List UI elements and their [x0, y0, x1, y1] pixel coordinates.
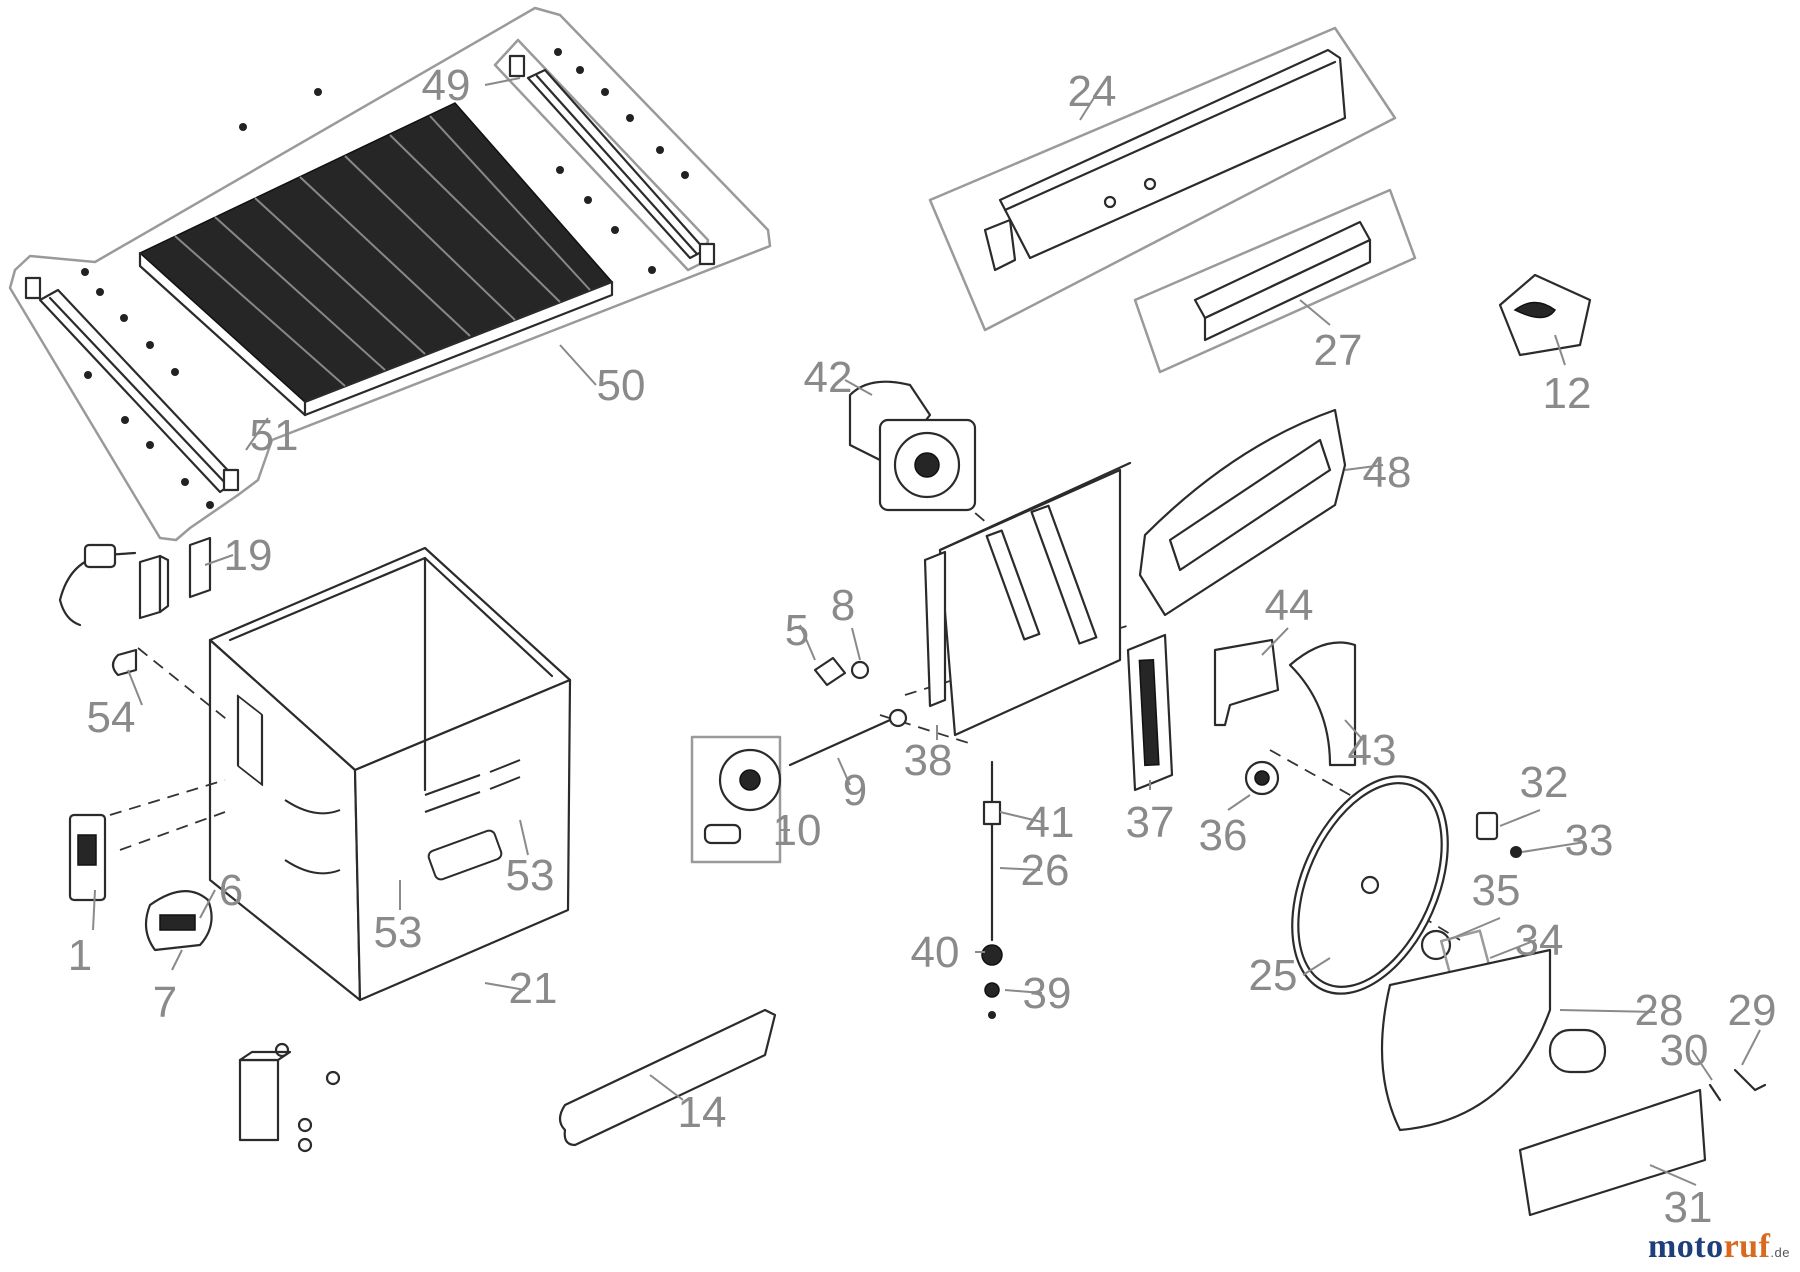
assembly-line: [1269, 749, 1431, 841]
callout-44: 44: [1265, 581, 1314, 630]
callout-43: 43: [1348, 726, 1397, 775]
lead-screw-26: [981, 760, 1003, 1019]
callout-41: 41: [1026, 798, 1075, 847]
left-rail: [24, 276, 240, 494]
callout-34: 34: [1515, 916, 1564, 965]
washer-8: [850, 660, 870, 680]
lock-knob-5: [813, 656, 847, 687]
handwheel-10: [703, 748, 782, 845]
arbor-nut-32: [1475, 811, 1499, 841]
lower-guard-28: [1380, 948, 1607, 1132]
callout-48: 48: [1363, 448, 1412, 497]
pin-30: [1708, 1083, 1722, 1102]
fence-rail-27: [1193, 220, 1372, 342]
logo-part-2: ruf: [1723, 1228, 1771, 1265]
callout-29: 29: [1728, 986, 1777, 1035]
callout-19: 19: [224, 531, 273, 580]
callout-28: 28: [1635, 986, 1684, 1035]
callout-25: 25: [1249, 951, 1298, 1000]
shaft-washer: [888, 708, 908, 728]
power-cord: [58, 543, 137, 627]
rip-fence-24: [983, 48, 1347, 272]
riving-plate-44: [1213, 638, 1280, 727]
guard-plate-37: [1126, 633, 1174, 792]
callout-53b: 53: [374, 908, 423, 957]
callout-39: 39: [1023, 969, 1072, 1018]
blade-frame-38: [923, 461, 1132, 737]
callout-9: 9: [843, 766, 867, 815]
callout-30: 30: [1660, 1026, 1709, 1075]
rail-group-outline-27: [1133, 188, 1417, 374]
table-top-group-outline: [8, 6, 772, 542]
logo-tld: .de: [1770, 1245, 1790, 1260]
lower-brackets: [238, 1042, 341, 1153]
logo-part-1: moto: [1647, 1228, 1724, 1265]
callout-50: 50: [597, 361, 646, 410]
assembly-line: [1369, 884, 1461, 941]
shaft-9: [788, 718, 892, 767]
callout-10: 10: [773, 806, 822, 855]
table-screws: [81, 48, 689, 509]
brand-logo: motoruf.de: [1648, 1228, 1790, 1266]
handwheel-group-outline-10: [690, 735, 782, 864]
callout-labels: 1 5 6 7 8 9 10 12 14 19 21 24 25 26 27 28 29 30 31 32 33 3435…: [68, 61, 1777, 1232]
callout-42: 42: [804, 353, 853, 402]
assembly-line: [959, 499, 1101, 621]
bracket-19: [138, 536, 212, 620]
leader-lines: [92, 77, 1761, 1186]
base-cabinet: [208, 546, 572, 1002]
callout-7: 7: [153, 978, 177, 1027]
assembly-line: [879, 714, 976, 746]
callout-35: 35: [1472, 866, 1521, 915]
callout-8: 8: [831, 581, 855, 630]
motor-42: [848, 380, 977, 512]
riving-knife-43: [1288, 641, 1357, 767]
cable-clip-54: [111, 648, 138, 677]
callout-40: 40: [911, 928, 960, 977]
callout-27: 27: [1314, 326, 1363, 375]
lower-cover-31: [1518, 1088, 1707, 1217]
right-rail: [508, 54, 716, 266]
callout-1: 1: [68, 931, 92, 980]
callout-31: 31: [1664, 1183, 1713, 1232]
spring-29: [1733, 1068, 1767, 1092]
callout-5: 5: [785, 606, 809, 655]
callout-37: 37: [1126, 798, 1175, 847]
callout-33: 33: [1565, 816, 1614, 865]
callout-14: 14: [678, 1088, 727, 1137]
callout-21: 21: [509, 964, 558, 1013]
callout-12: 12: [1543, 369, 1592, 418]
callout-6: 6: [219, 866, 243, 915]
table-top-plate: [138, 102, 614, 417]
assembly-line: [109, 779, 226, 816]
flange-36: [1244, 760, 1280, 796]
callout-36: 36: [1199, 811, 1248, 860]
callout-49: 49: [422, 61, 471, 110]
callout-26: 26: [1021, 846, 1070, 895]
callout-32: 32: [1520, 758, 1569, 807]
fence-group-outline-24: [928, 26, 1397, 332]
callout-54: 54: [87, 693, 136, 742]
callout-38: 38: [904, 736, 953, 785]
callout-24: 24: [1068, 67, 1117, 116]
blade-guard-48: [1138, 408, 1347, 617]
saw-blade-25: [1291, 775, 1449, 995]
switch-box-1: [68, 813, 107, 902]
push-stick-14: [558, 1008, 777, 1147]
knob-6-7: [144, 890, 213, 952]
screw-33: [1510, 846, 1522, 858]
callout-53: 53: [506, 851, 555, 900]
callout-51: 51: [250, 411, 299, 460]
miter-bracket-12: [1498, 273, 1592, 357]
